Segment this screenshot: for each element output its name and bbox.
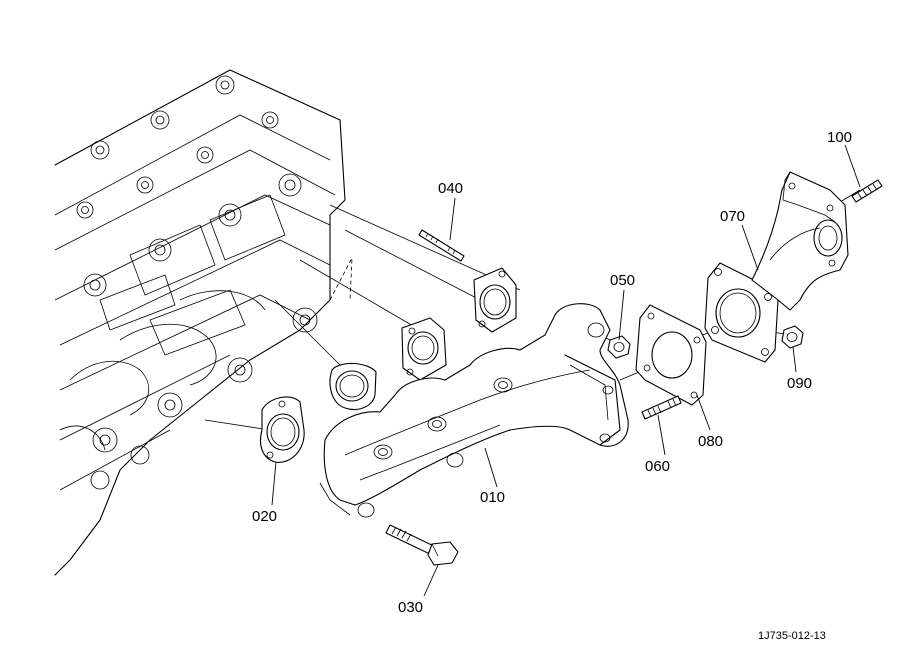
gasket-020-set bbox=[259, 267, 517, 463]
part-label-090: 090 bbox=[787, 375, 812, 392]
engine-cylinder-head bbox=[54, 69, 353, 576]
part-label-060: 060 bbox=[645, 458, 670, 475]
part-label-050: 050 bbox=[610, 272, 635, 289]
nut-090 bbox=[781, 325, 804, 349]
part-label-020: 020 bbox=[252, 508, 277, 525]
stud-100 bbox=[851, 179, 883, 203]
part-labels: 010 020 030 040 050 060 070 080 090 100 bbox=[252, 129, 852, 616]
part-label-080: 080 bbox=[698, 433, 723, 450]
nut-050 bbox=[607, 335, 631, 359]
part-label-070: 070 bbox=[720, 208, 745, 225]
stud-060 bbox=[641, 395, 682, 420]
exhaust-manifold-010 bbox=[319, 303, 629, 518]
drawing-reference: 1J735-012-13 bbox=[758, 630, 826, 642]
part-label-040: 040 bbox=[438, 180, 463, 197]
leader-lines bbox=[271, 144, 861, 597]
stud-040 bbox=[418, 229, 465, 262]
part-label-030: 030 bbox=[398, 599, 423, 616]
gasket-080 bbox=[635, 304, 707, 406]
part-label-010: 010 bbox=[480, 489, 505, 506]
exhaust-elbow-070 bbox=[704, 171, 849, 363]
part-label-100: 100 bbox=[827, 129, 852, 146]
bolt-030 bbox=[385, 524, 459, 566]
